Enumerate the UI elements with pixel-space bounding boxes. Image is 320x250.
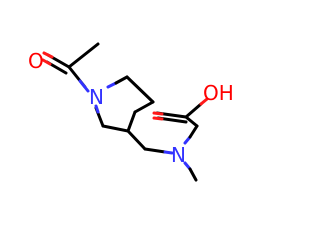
atom-o-ketone: O — [28, 49, 44, 73]
bond-ring-right — [133, 100, 155, 114]
atom-n-ring: N — [89, 85, 104, 109]
bond-ch2-n-colored — [163, 150, 174, 155]
bond-carboxyl-c-o-1-colored — [152, 111, 164, 116]
bond-carbonyl-o-1-colored — [42, 51, 54, 59]
atom-oh-acid: OH — [203, 81, 234, 105]
bond-ring-bottom — [101, 124, 130, 133]
bond-methyl-carbonyl — [67, 42, 100, 69]
bond-carboxyl-c-oh-colored — [199, 97, 209, 106]
bond-ring-ch2 — [126, 129, 147, 151]
bond-ring-bottom-left-colored — [94, 104, 100, 114]
bond-carbonyl-n-colored — [78, 79, 90, 93]
bond-carboxyl-c-oh — [184, 102, 203, 119]
bond-carboxyl-c-o-2-colored — [152, 116, 164, 121]
bond-n-ch2-acid — [188, 124, 199, 139]
bond-carbonyl-o-2-colored — [41, 58, 52, 66]
structure-diagram: O N OH N — [28, 42, 234, 182]
bond-n-methyl — [188, 167, 198, 182]
atom-n-amine: N — [171, 143, 186, 167]
molecule-drawing: O N OH N — [28, 42, 234, 182]
bond-ring-bottom-right — [126, 110, 137, 133]
bond-ch2-n — [143, 147, 167, 154]
bond-ring-top-right — [125, 75, 155, 104]
bond-ch2-carboxyl — [184, 115, 199, 128]
bond-ch2-top — [114, 75, 129, 85]
